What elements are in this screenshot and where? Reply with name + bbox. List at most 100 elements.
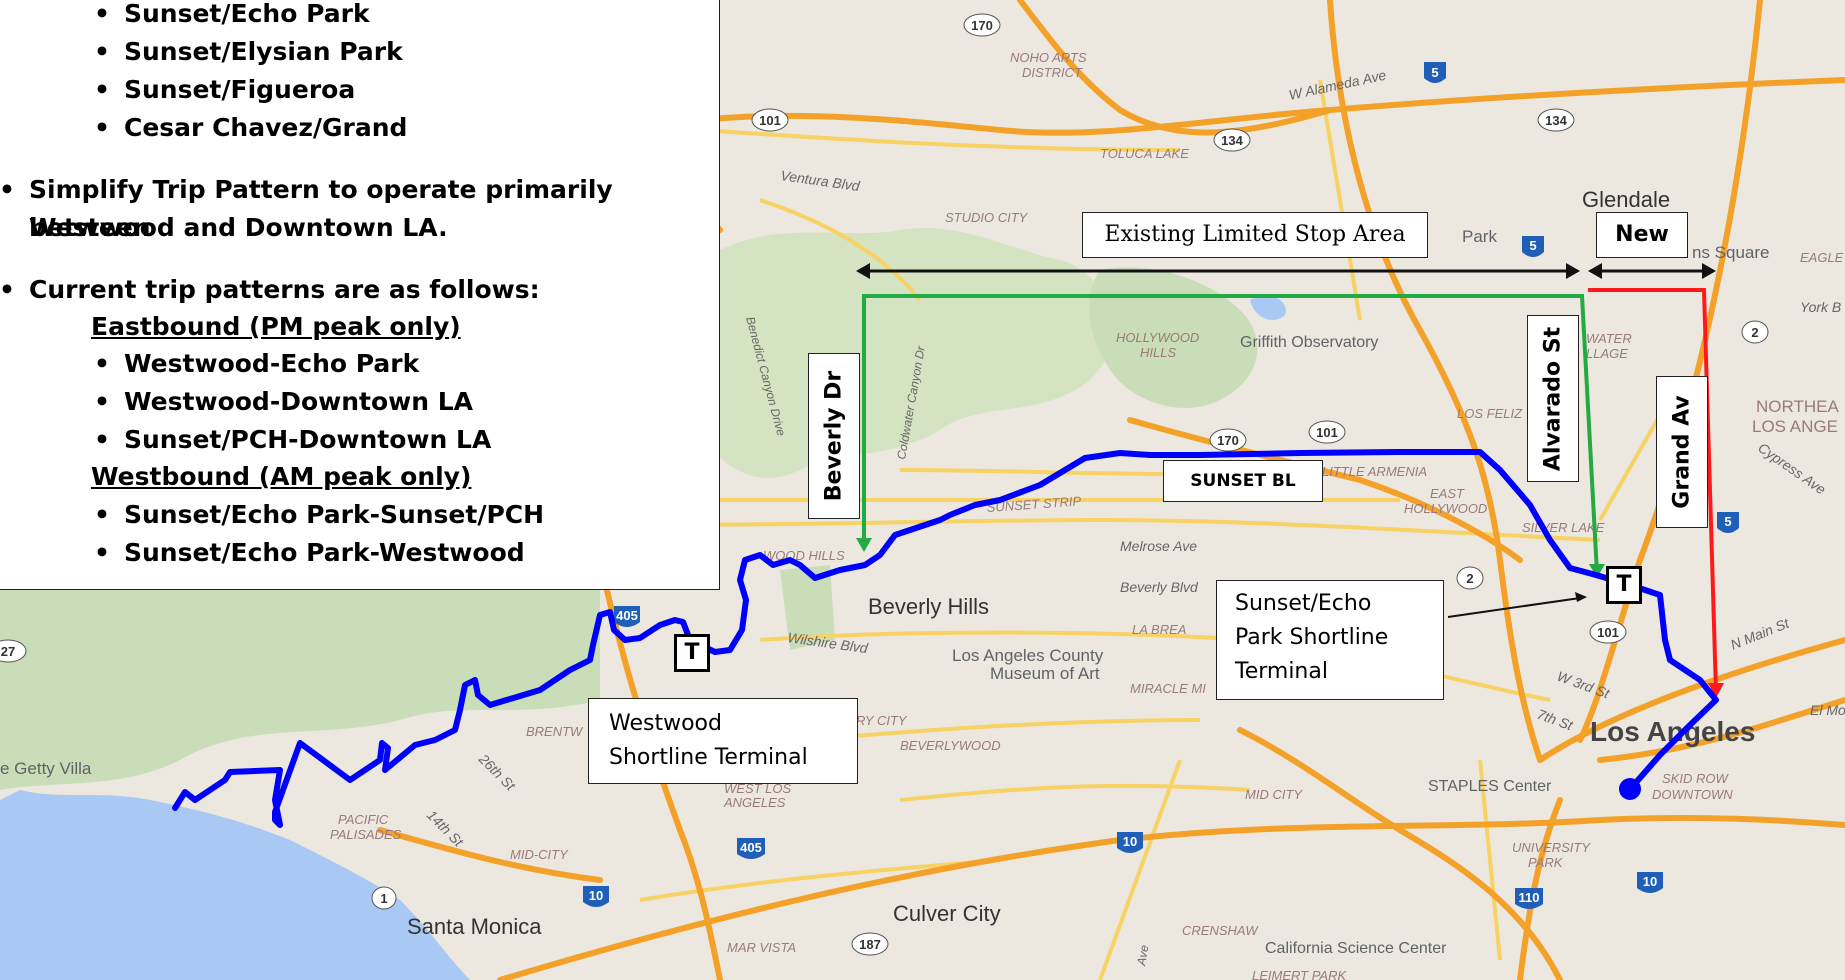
label-park: Park — [1462, 227, 1497, 246]
svg-text:10: 10 — [589, 888, 603, 903]
info-panel: •Sunset/Echo Park •Sunset/Elysian Park •… — [0, 0, 720, 590]
svg-text:5: 5 — [1529, 238, 1536, 253]
bullet-sunset-echo-park: Sunset/Echo Park — [124, 0, 370, 28]
echo-terminal-line-1: Sunset/Echo — [1235, 591, 1372, 616]
svg-text:170: 170 — [971, 18, 993, 33]
label-palisades-2: PALISADES — [330, 827, 402, 842]
bullet-sunset-figueroa: Sunset/Figueroa — [124, 75, 356, 104]
label-lacma-1: Los Angeles County — [952, 646, 1104, 665]
route-shields: 170 5 101 134 134 170 101 2 2 405 405 10… — [0, 13, 1769, 956]
wb-echo-westwood: Sunset/Echo Park-Westwood — [124, 538, 525, 567]
echo-terminal-line-3: Terminal — [1235, 659, 1328, 684]
shield-icon: 5 — [1522, 236, 1544, 257]
label-la-brea: LA BREA — [1132, 622, 1186, 637]
label-noho-2: DISTRICT — [1022, 65, 1083, 80]
label-wood-hills: WOOD HILLS — [763, 548, 845, 563]
svg-text:5: 5 — [1724, 514, 1731, 529]
label-miracle-mile: MIRACLE MI — [1130, 681, 1206, 696]
label-beverly-blvd: Beverly Blvd — [1120, 579, 1199, 595]
shield-icon: 1 — [371, 886, 397, 910]
label-eagle: EAGLE — [1800, 250, 1844, 265]
label-hh-2: HILLS — [1140, 345, 1176, 360]
label-atwater-2: LLAGE — [1586, 346, 1628, 361]
svg-text:134: 134 — [1545, 113, 1567, 128]
eastbound-header: Eastbound (PM peak only) — [91, 312, 461, 341]
eb-westwood-dtla: Westwood-Downtown LA — [124, 387, 474, 416]
label-studio-city: STUDIO CITY — [945, 210, 1029, 225]
label-griffith: Griffith Observatory — [1240, 334, 1378, 351]
beverly-dr-label: Beverly Dr — [808, 353, 860, 519]
label-skid-row-1: SKID ROW — [1662, 771, 1729, 786]
existing-area-label: Existing Limited Stop Area — [1082, 212, 1428, 258]
simplify-line-2: Westwood and Downtown LA. — [29, 213, 448, 242]
shield-icon: 5 — [1424, 62, 1446, 83]
existing-limited-path — [856, 294, 1605, 578]
label-east-hw-1: EAST — [1430, 486, 1465, 501]
label-mid-city: MID CITY — [1245, 787, 1303, 802]
simplify-line-1: Simplify Trip Pattern to operate primari… — [29, 175, 613, 242]
svg-text:10: 10 — [1123, 834, 1137, 849]
label-leimert: LEIMERT PARK — [1252, 968, 1347, 980]
shield-icon: 10 — [1117, 832, 1143, 853]
westwood-terminal-line-1: Westwood — [609, 711, 722, 736]
grand-av-label: Grand Av — [1656, 376, 1708, 528]
label-crenshaw: CRENSHAW — [1182, 923, 1259, 938]
label-univ-park-2: PARK — [1528, 855, 1564, 870]
sunset-bl-label: SUNSET BL — [1163, 460, 1323, 502]
svg-text:134: 134 — [1221, 133, 1243, 148]
label-atwater-1: WATER — [1586, 331, 1632, 346]
sunset-route-line — [172, 449, 1719, 828]
svg-text:110: 110 — [1519, 890, 1540, 905]
shield-icon: 134 — [1537, 108, 1575, 132]
label-square: ns Square — [1692, 243, 1770, 262]
svg-text:101: 101 — [1316, 425, 1338, 440]
reservoir — [1250, 295, 1286, 320]
label-ave: Ave — [1134, 944, 1152, 968]
shield-icon: 101 — [1589, 620, 1627, 644]
label-york: York B — [1800, 299, 1841, 315]
arrow-head-icon — [1566, 263, 1580, 279]
label-beverlywood: BEVERLYWOOD — [900, 738, 1001, 753]
shield-icon: 2 — [1741, 320, 1769, 344]
shield-icon: 10 — [583, 886, 609, 907]
label-science-center: California Science Center — [1265, 940, 1447, 957]
label-beverly-hills: Beverly Hills — [868, 594, 989, 619]
shield-icon: 134 — [1213, 128, 1251, 152]
svg-text:170: 170 — [1217, 433, 1239, 448]
bullet-sunset-elysian: Sunset/Elysian Park — [124, 37, 403, 66]
label-hh-1: HOLLYWOOD — [1116, 330, 1199, 345]
park-areas — [0, 227, 1258, 790]
svg-text:10: 10 — [1643, 874, 1657, 889]
ocean — [0, 790, 470, 980]
shield-icon: 405 — [737, 838, 765, 859]
westwood-terminal-marker[interactable]: T — [674, 634, 710, 672]
alvarado-st-label: Alvarado St — [1527, 315, 1579, 482]
westwood-terminal-callout: Westwood Shortline Terminal — [588, 698, 858, 784]
svg-text:5: 5 — [1431, 65, 1438, 80]
shield-icon: 101 — [1308, 420, 1346, 444]
label-melrose: Melrose Ave — [1120, 538, 1197, 554]
arrow-head-icon — [1589, 564, 1605, 578]
label-mid-city-w: MID-CITY — [510, 847, 569, 862]
shield-icon: 170 — [963, 13, 1001, 37]
echo-pointer-line — [1447, 597, 1581, 618]
echo-terminal-callout: Sunset/Echo Park Shortline Terminal — [1216, 580, 1444, 700]
shield-icon: 5 — [1717, 512, 1739, 533]
shield-icon: 170 — [1209, 428, 1247, 452]
svg-text:405: 405 — [616, 608, 638, 623]
arrow-head-icon — [856, 538, 872, 552]
shield-icon: 10 — [1637, 872, 1663, 893]
shield-icon: 101 — [751, 108, 789, 132]
wb-echo-pch: Sunset/Echo Park-Sunset/PCH — [124, 500, 545, 529]
label-univ-park-1: UNIVERSITY — [1512, 840, 1591, 855]
echo-park-terminal-marker[interactable]: T — [1606, 566, 1642, 604]
label-toluca: TOLUCA LAKE — [1100, 146, 1189, 161]
label-brentwood: BRENTW — [526, 724, 584, 739]
svg-text:2: 2 — [1466, 571, 1473, 586]
label-east-hw-2: HOLLYWOOD — [1404, 501, 1487, 516]
map-place-labels: Beverly Hills Santa Monica Culver City G… — [0, 50, 1844, 980]
label-culver-city: Culver City — [893, 901, 1001, 926]
label-lacma-2: Museum of Art — [990, 664, 1100, 683]
arrow-head-icon — [1575, 592, 1587, 602]
